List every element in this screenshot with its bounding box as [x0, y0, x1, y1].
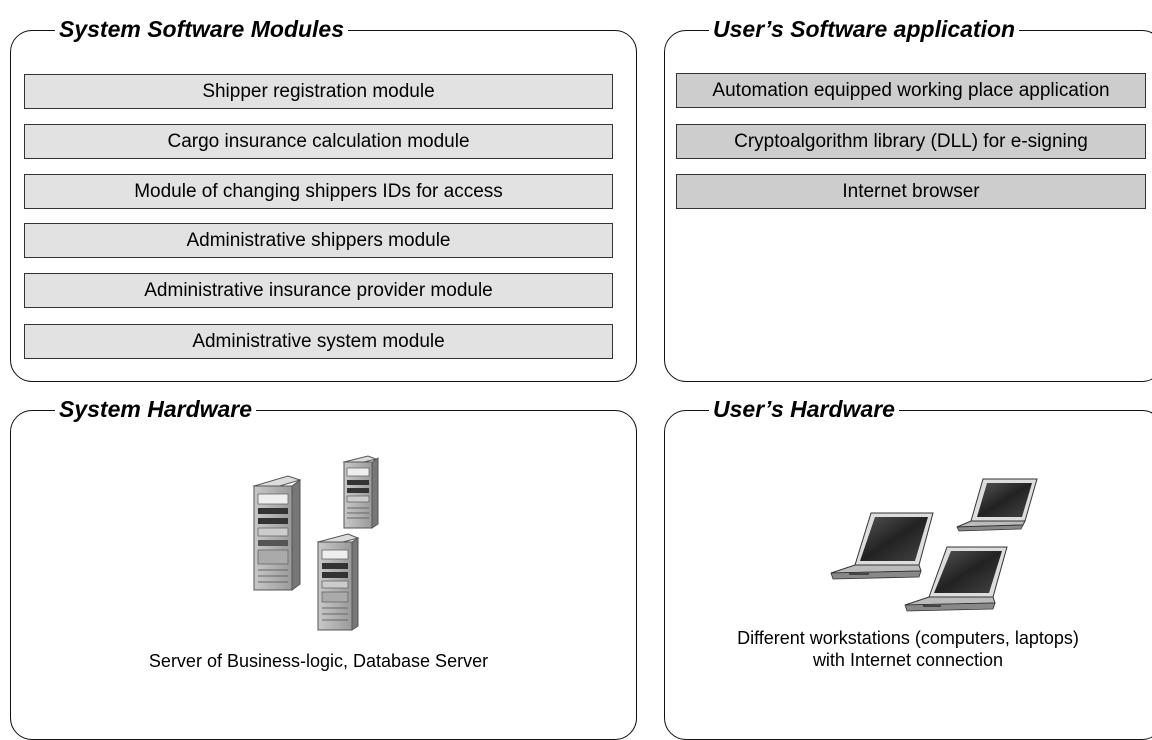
laptop-icon	[904, 546, 1008, 612]
user-hardware-title: User’s Hardware	[709, 395, 899, 423]
module-admin-system: Administrative system module	[24, 324, 613, 359]
user-software-title: User’s Software application	[709, 15, 1020, 43]
module-admin-insurance-provider: Administrative insurance provider module	[24, 273, 613, 308]
module-admin-shippers: Administrative shippers module	[24, 223, 613, 258]
user-hardware-panel: User’s Hardware	[664, 395, 1152, 740]
server-tower-icon	[342, 455, 379, 529]
system-hardware-caption: Server of Business-logic, Database Serve…	[148, 651, 489, 671]
module-cargo-insurance: Cargo insurance calculation module	[24, 124, 613, 159]
module-crypto-library: Cryptoalgorithm library (DLL) for e-sign…	[676, 124, 1146, 159]
user-hardware-caption-line1: Different workstations (computers, lapto…	[737, 628, 1079, 648]
server-tower-icon	[252, 455, 379, 631]
laptop-icon	[830, 512, 934, 580]
user-software-panel: User’s Software application	[664, 15, 1152, 382]
server-tower-icon	[252, 475, 302, 591]
server-tower-icon	[316, 533, 360, 631]
user-hardware-caption-line2: with Internet connection	[812, 650, 1004, 670]
module-automation-workplace: Automation equipped working place applic…	[676, 73, 1146, 108]
module-internet-browser: Internet browser	[676, 174, 1146, 209]
system-software-title: System Software Modules	[55, 15, 349, 43]
system-hardware-panel: System Hardware	[10, 395, 637, 740]
laptop-icon	[956, 478, 1038, 532]
module-changing-shipper-ids: Module of changing shippers IDs for acce…	[24, 174, 613, 209]
system-software-panel: System Software Modules	[10, 15, 637, 382]
laptop-group	[830, 478, 1038, 612]
user-hardware-caption: Different workstations (computers, lapto…	[664, 627, 1152, 671]
module-shipper-registration: Shipper registration module	[24, 74, 613, 109]
system-hardware-title: System Hardware	[55, 395, 257, 423]
